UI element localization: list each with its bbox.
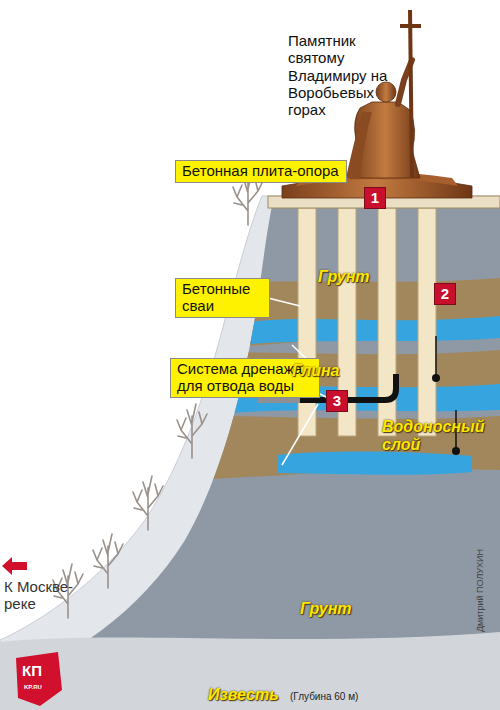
node-text: Бетонные сваи [182,281,263,315]
sensor-dot [452,447,460,455]
drain-pipe [276,462,456,468]
layer-label: Грунт [318,268,370,286]
depth-note: (Глубина 60 м) [290,691,358,702]
sensor-line [435,336,437,377]
water-layer [250,316,500,344]
callout-box: Бетонные сваи [175,278,270,318]
drain-pipe [270,342,380,348]
statue-head [376,82,396,102]
callout-number: 1 [364,187,386,209]
title: Памятник святому Владимиру на Воробьевых… [288,32,400,118]
pile [418,208,436,436]
leader-line [282,404,318,465]
layer-label: Известь [208,686,279,704]
logo-text: KP.RU [24,684,42,690]
logo-text: КП [22,663,42,678]
hill-surface [0,196,500,710]
direction-arrow [2,557,27,575]
direction-label: К Москве-реке [4,579,74,612]
node-text: 2 [435,284,455,304]
layer-label: Грунт [300,600,352,618]
leader-line [268,298,300,306]
cross-bar [400,24,421,28]
cross-staff [410,10,412,178]
sensor-dot [432,374,440,382]
statue-cloak [346,112,372,178]
callout-number: 3 [326,390,348,412]
node-text: Бетонная плита-опора [182,163,340,180]
callout-box: Бетонная плита-опора [175,160,347,183]
limestone-layer [0,632,500,710]
tree [133,476,163,530]
logo-shape [16,652,62,706]
drain-pipe-fade [258,397,300,403]
node-text: 3 [327,391,347,411]
tree [177,404,207,458]
layer-label: Водоносный слой [382,418,482,453]
tree [93,534,123,588]
soil-layer [0,200,500,710]
clay-layer [150,416,500,482]
clay-layer [150,278,500,352]
node-text: 1 [365,188,385,208]
strata [0,200,500,710]
layer-label: Глина [292,362,340,380]
author-credit: Дмитрий ПОЛУХИН [476,531,485,651]
callout-number: 2 [434,283,456,305]
